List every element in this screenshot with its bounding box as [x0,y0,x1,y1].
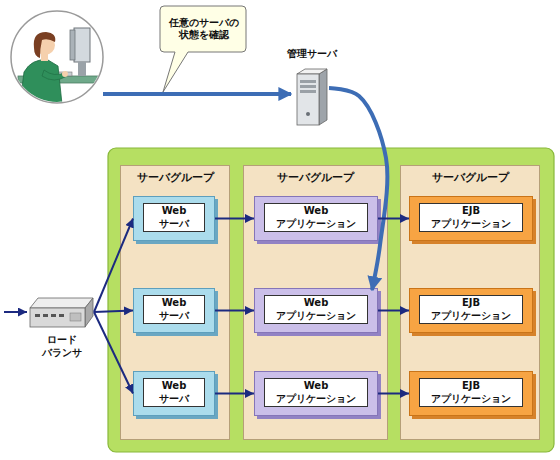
text-area: ロード バランサ [24,334,100,368]
node-label: 管理サーバ [287,48,337,61]
text-area: サーバグループ [121,170,229,186]
web-server-box: Web サーバ [133,371,215,416]
inner-panel: Web アプリケーション [264,378,368,407]
web-application-box: Web アプリケーション [254,196,378,241]
request-arrow [103,92,291,96]
node-label: サーバグループ [137,171,214,185]
node-label: 任意のサーバの 状態を確認 [169,17,239,42]
text-area: 任意のサーバの 状態を確認 [160,7,248,51]
node-label: EJB アプリケーション [431,205,511,230]
node-label: ロード バランサ [42,334,82,359]
server-group-panel: サーバグループ Web アプリケーション Web アプリケーション Web アプリケー… [243,165,388,440]
server-group-panel: サーバグループ Web サーバ Web サーバ Web サーバ [120,165,230,440]
inner-panel: Web サーバ [143,378,205,407]
server-icon [295,68,329,126]
node-label: サーバグループ [432,171,509,185]
system-area [108,148,554,452]
management-server: 管理サーバ [280,46,344,128]
inner-panel: Web サーバ [143,295,205,324]
ejb-application-box: EJB アプリケーション [409,288,533,333]
web-server-box: Web サーバ [133,288,215,333]
server-group-panel: サーバグループ EJB アプリケーション EJB アプリケーション EJB アプリケー… [400,165,540,440]
web-application-box: Web アプリケーション [254,371,378,416]
inner-panel: Web アプリケーション [264,203,368,232]
text-area: サーバグループ [244,170,387,186]
node-label: EJB アプリケーション [431,380,511,405]
inner-panel: Web アプリケーション [264,295,368,324]
text-area: 管理サーバ [280,46,344,62]
web-server-box: Web サーバ [133,196,215,241]
ejb-application-box: EJB アプリケーション [409,196,533,241]
inner-panel: EJB アプリケーション [419,378,523,407]
inner-panel: EJB アプリケーション [419,295,523,324]
node-label: サーバグループ [277,171,354,185]
inner-panel: EJB アプリケーション [419,203,523,232]
ejb-application-box: EJB アプリケーション [409,371,533,416]
node-label: Web サーバ [159,297,189,322]
node-label: Web アプリケーション [276,205,356,230]
node-label: Web サーバ [159,380,189,405]
load-balancer: ロード バランサ [24,290,100,370]
node-label: Web アプリケーション [276,297,356,322]
web-application-box: Web アプリケーション [254,288,378,333]
inner-panel: Web サーバ [143,203,205,232]
node-label: EJB アプリケーション [431,297,511,322]
text-area: サーバグループ [401,170,539,186]
callout-bubble: 任意のサーバの 状態を確認 [158,4,250,98]
incoming-arrow [4,311,27,313]
node-label: Web アプリケーション [276,380,356,405]
node-label: Web サーバ [159,205,189,230]
load-balancer-icon [28,294,94,330]
operator-illustration [11,11,103,104]
